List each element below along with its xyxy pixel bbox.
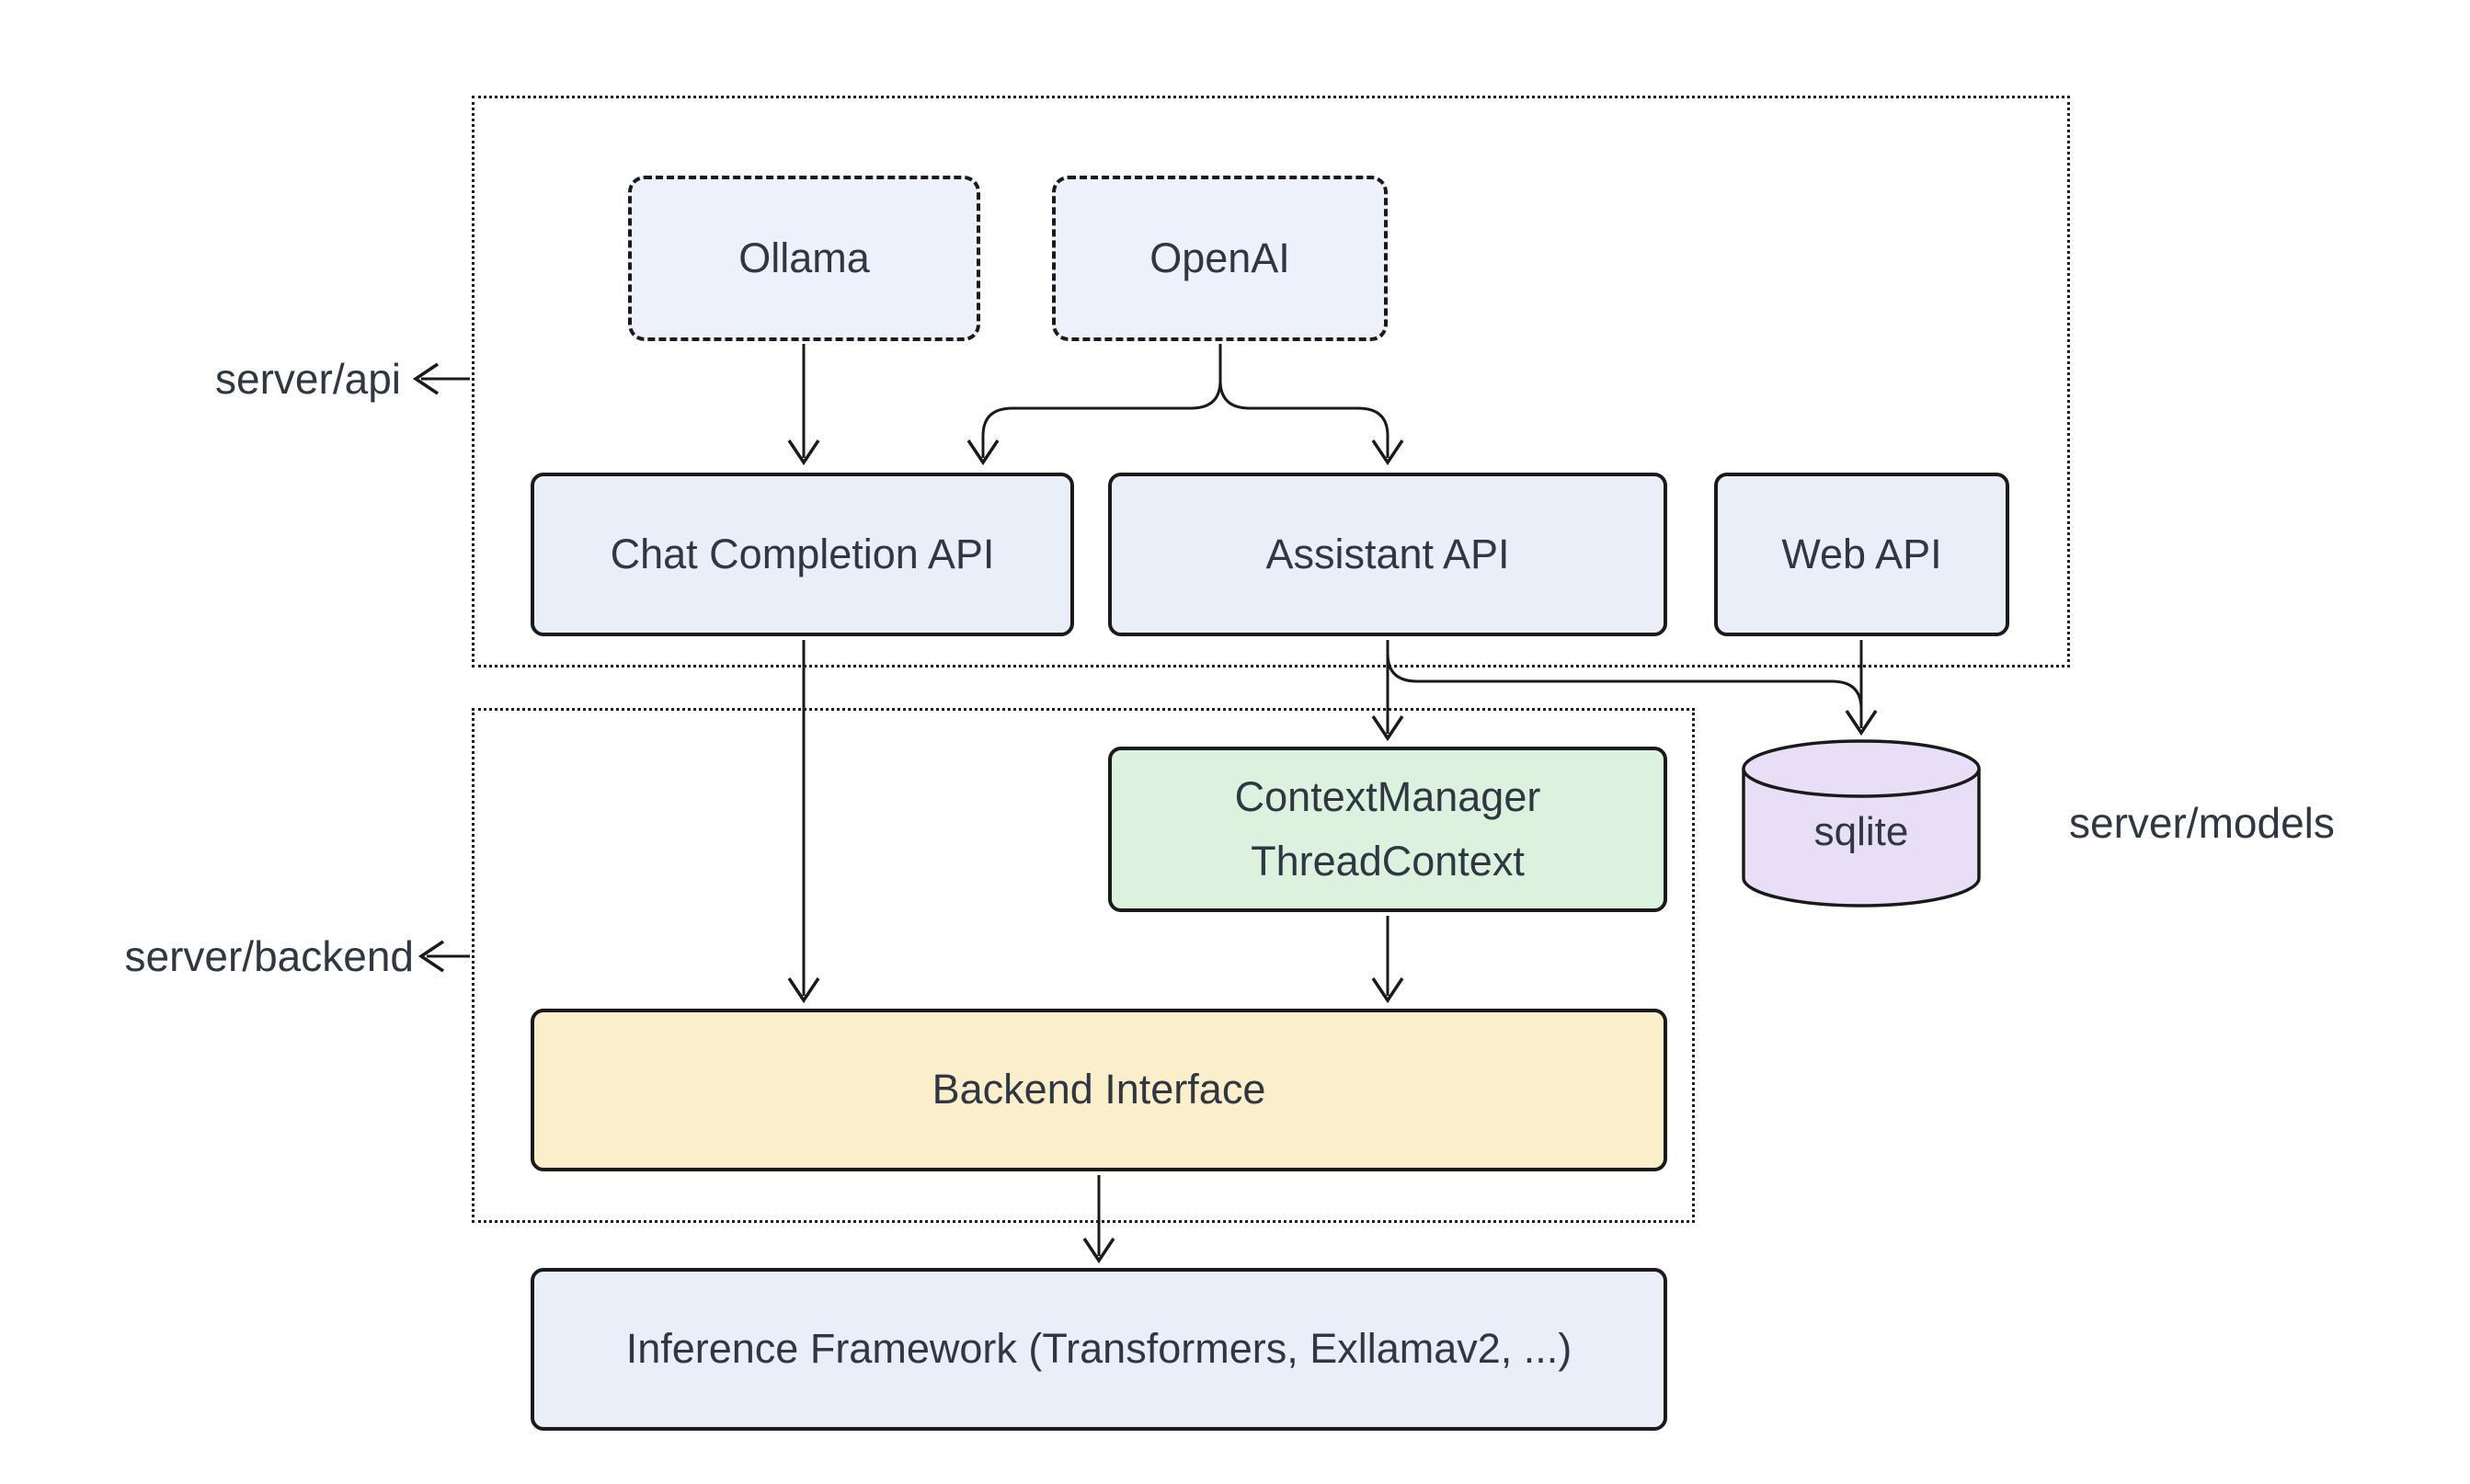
- node-chat-completion-api-label: Chat Completion API: [610, 530, 995, 577]
- node-inference-framework: Inference Framework (Transformers, Exlla…: [531, 1268, 1667, 1431]
- node-context-manager-line2: ThreadContext: [1251, 838, 1525, 885]
- node-backend-interface: Backend Interface: [531, 1009, 1667, 1171]
- node-sqlite-label: sqlite: [1813, 809, 1909, 854]
- node-openai-label: OpenAI: [1149, 234, 1290, 281]
- node-chat-completion-api: Chat Completion API: [531, 473, 1074, 636]
- node-ollama-label: Ollama: [738, 234, 870, 281]
- server-models-label: server/models: [2069, 799, 2335, 847]
- node-ollama: Ollama: [628, 176, 980, 341]
- node-openai: OpenAI: [1052, 176, 1388, 341]
- node-context-manager: ContextManager ThreadContext: [1108, 747, 1667, 912]
- server-backend-pointer-arrow: [417, 940, 470, 973]
- node-backend-interface-label: Backend Interface: [932, 1066, 1266, 1113]
- node-context-manager-line1: ContextManager: [1234, 772, 1541, 820]
- node-inference-framework-label: Inference Framework (Transformers, Exlla…: [625, 1325, 1572, 1373]
- node-assistant-api-label: Assistant API: [1265, 530, 1510, 577]
- server-backend-container: [472, 708, 1695, 1223]
- node-assistant-api: Assistant API: [1108, 473, 1667, 636]
- server-api-pointer-arrow: [412, 362, 470, 395]
- server-api-label: server/api: [215, 355, 401, 403]
- server-backend-label: server/backend: [124, 932, 415, 980]
- node-web-api: Web API: [1714, 473, 2009, 636]
- server-api-container: [472, 96, 2070, 668]
- node-web-api-label: Web API: [1781, 530, 1942, 577]
